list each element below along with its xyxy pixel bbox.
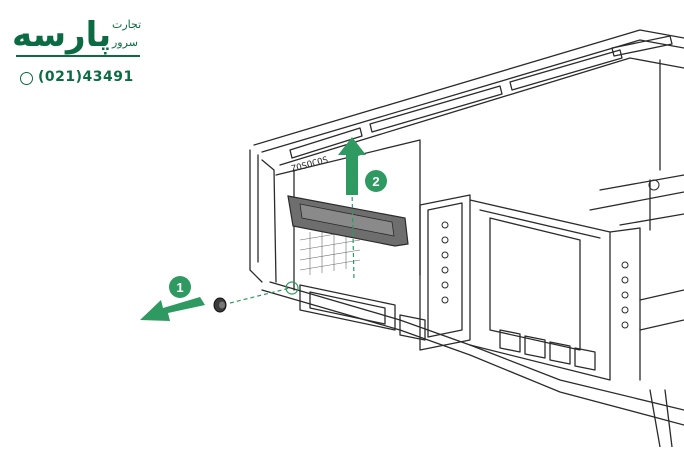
chassis-front-wall — [249, 149, 263, 283]
callout-step2-label: 2 — [372, 174, 379, 189]
server-label: ZOSOCOS — [290, 155, 329, 174]
step1-arrow-icon — [140, 297, 205, 321]
logo-divider — [16, 55, 140, 57]
riser-cage — [419, 194, 471, 351]
phone-number: (021)43491 — [38, 69, 134, 85]
callout-step1-label: 1 — [176, 280, 183, 295]
phone-icon — [20, 72, 33, 85]
screw — [213, 297, 227, 313]
brand-logo: پارسه تجارت سرور (021)43491 — [8, 10, 142, 85]
step2-arrow-icon — [338, 137, 366, 195]
chassis-top-edge — [253, 29, 684, 146]
logo-subtitle-line2: سرور — [112, 36, 138, 49]
logo-wordmark: پارسه — [12, 15, 112, 55]
callout-step1: 1 — [169, 276, 191, 298]
guide-line-step2 — [351, 189, 355, 281]
screw-hole — [285, 281, 299, 295]
guide-line-step1 — [229, 287, 291, 304]
logo-subtitle-line1: تجارت — [112, 18, 142, 31]
callout-step2: 2 — [365, 170, 387, 192]
